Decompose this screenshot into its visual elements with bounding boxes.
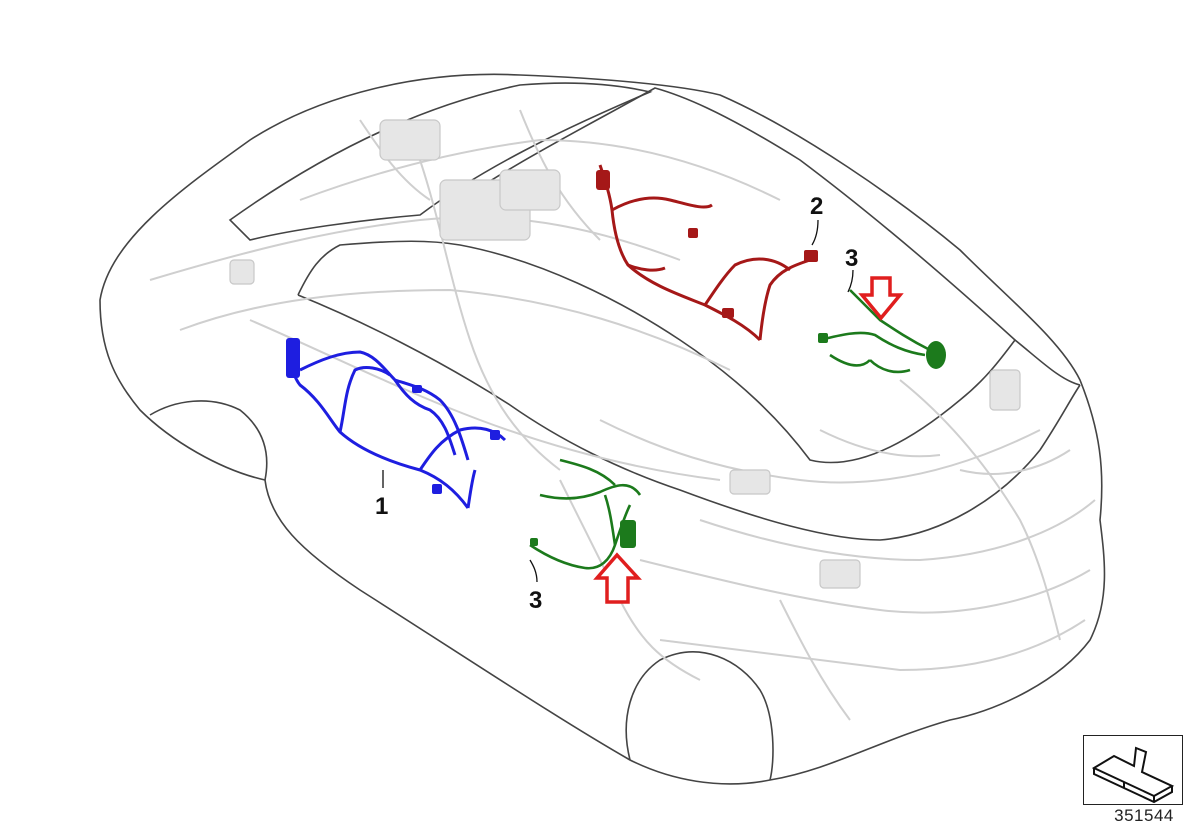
callout-3-front: 3 bbox=[529, 587, 542, 614]
background-wiring bbox=[149, 109, 1096, 721]
harness-3-green-rear bbox=[819, 289, 931, 374]
callout-3-rear: 3 bbox=[845, 245, 858, 272]
reference-number: 351544 bbox=[1114, 806, 1174, 825]
harness-2-connectors bbox=[596, 170, 818, 318]
harness-1-blue bbox=[289, 344, 507, 509]
reference-icon-box bbox=[1083, 735, 1183, 805]
layer-arrow-icon bbox=[1091, 746, 1175, 804]
harness-3-connectors-front bbox=[530, 520, 636, 548]
callout-1: 1 bbox=[375, 493, 388, 520]
harness-1-connectors bbox=[286, 338, 500, 494]
background-components bbox=[229, 119, 1021, 589]
callout-leaders bbox=[382, 219, 854, 583]
car-body-outline bbox=[99, 73, 1106, 785]
harness-3-connectors-rear bbox=[818, 333, 946, 369]
highlight-arrow-down bbox=[858, 276, 904, 321]
highlight-arrow-up bbox=[593, 552, 642, 604]
harness-3-green-front bbox=[529, 458, 642, 570]
callout-2: 2 bbox=[810, 193, 823, 220]
harness-2-red bbox=[598, 164, 811, 342]
